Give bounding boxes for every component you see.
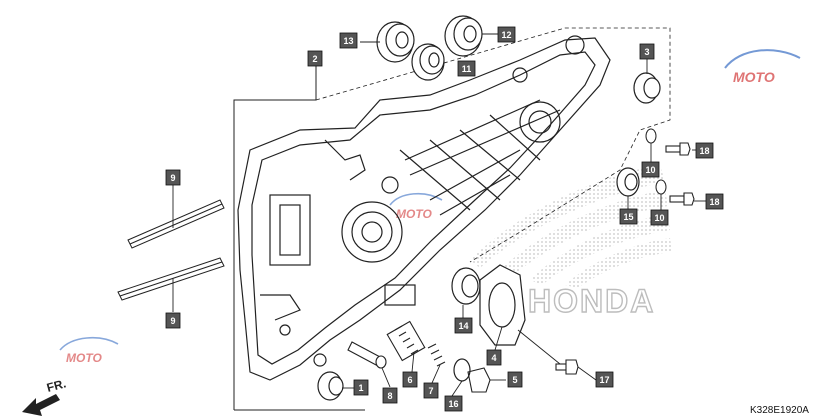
stud-bolt-9-lower — [117, 257, 225, 301]
part-number: 18 — [699, 146, 709, 156]
part-number: 4 — [491, 353, 496, 363]
part-label-box — [639, 43, 655, 60]
part-label-box — [165, 169, 181, 186]
part-number: 5 — [512, 375, 517, 385]
part-label-box — [497, 26, 516, 43]
svg-text:MOTO: MOTO — [66, 351, 102, 365]
part-label-p14[interactable]: 14 — [454, 317, 473, 334]
part-label-p9a[interactable]: 9 — [165, 169, 181, 186]
washer-10-bottom — [655, 179, 667, 195]
part-number: 18 — [709, 197, 719, 207]
part-number: 13 — [343, 36, 353, 46]
part-number: 15 — [623, 212, 633, 222]
part-label-p2[interactable]: 2 — [307, 50, 323, 67]
part-number: 11 — [462, 64, 472, 74]
part-label-p8[interactable]: 8 — [382, 387, 398, 404]
cover-plate-4 — [479, 264, 526, 346]
svg-text:MOTO: MOTO — [396, 207, 432, 221]
honda-brand-watermark: HONDA — [528, 283, 655, 319]
spring-7 — [427, 343, 446, 367]
part-label-p13[interactable]: 13 — [339, 32, 358, 49]
part-label-box — [457, 60, 476, 77]
part-label-p10a[interactable]: 10 — [641, 161, 660, 178]
crankcase-group-bracket — [233, 62, 317, 410]
bearing-12 — [444, 15, 483, 57]
part-label-p6[interactable]: 6 — [402, 371, 418, 388]
part-label-p9b[interactable]: 9 — [165, 312, 181, 329]
part-label-p4[interactable]: 4 — [486, 349, 502, 366]
part-label-box — [382, 387, 398, 404]
moto-logo-left: MOTO — [59, 336, 119, 365]
part-label-box — [165, 312, 181, 329]
bushing-1 — [317, 371, 344, 401]
part-label-p17[interactable]: 17 — [595, 371, 614, 388]
front-direction-label: FR. — [45, 376, 67, 395]
spring-6 — [386, 320, 426, 362]
part-label-p10b[interactable]: 10 — [650, 209, 669, 226]
part-label-p1[interactable]: 1 — [353, 379, 369, 396]
part-label-box — [486, 349, 502, 366]
part-label-p5[interactable]: 5 — [507, 371, 523, 388]
part-label-p12[interactable]: 12 — [497, 26, 516, 43]
part-number: 6 — [407, 375, 412, 385]
part-number: 16 — [448, 399, 458, 409]
moto-logo-center: MOTO — [389, 192, 443, 221]
washer-10-top — [645, 128, 657, 144]
diagram-code: K328E1920A — [750, 405, 809, 416]
bolt-18-bottom — [669, 192, 695, 206]
part-label-p7[interactable]: 7 — [423, 382, 439, 399]
bushing-3 — [633, 72, 661, 104]
part-label-box — [641, 161, 660, 178]
part-label-p11[interactable]: 11 — [457, 60, 476, 77]
part-number: 2 — [312, 54, 317, 64]
part-label-box — [619, 208, 638, 225]
left-crankcase-body — [237, 35, 611, 381]
part-number: 14 — [458, 321, 468, 331]
part-label-p3[interactable]: 3 — [639, 43, 655, 60]
bolt-17 — [555, 359, 579, 375]
o-ring-16 — [453, 358, 471, 382]
oil-seal-14 — [451, 267, 481, 305]
bearing-13 — [376, 21, 415, 63]
part-number: 1 — [358, 383, 363, 393]
oil-seal-15 — [616, 167, 640, 197]
part-label-box — [695, 142, 714, 159]
stud-bolt-9-upper — [127, 199, 225, 249]
part-label-box — [454, 317, 473, 334]
part-number: 9 — [170, 316, 175, 326]
part-label-p15[interactable]: 15 — [619, 208, 638, 225]
part-label-box — [650, 209, 669, 226]
part-number: 10 — [654, 213, 664, 223]
part-label-box — [402, 371, 418, 388]
part-number: 8 — [387, 391, 392, 401]
part-label-p16[interactable]: 16 — [444, 395, 463, 412]
part-number: 17 — [599, 375, 609, 385]
plug-5 — [467, 367, 491, 393]
part-number: 9 — [170, 173, 175, 183]
bearing-11 — [411, 43, 445, 81]
part-label-box — [444, 395, 463, 412]
part-label-box — [353, 379, 369, 396]
part-number: 12 — [501, 30, 511, 40]
part-label-p18a[interactable]: 18 — [695, 142, 714, 159]
part-label-box — [307, 50, 323, 67]
part-label-box — [705, 193, 724, 210]
front-direction-arrow: FR. — [22, 376, 67, 416]
svg-text:MOTO: MOTO — [733, 69, 775, 85]
part-label-box — [507, 371, 523, 388]
part-number: 10 — [645, 165, 655, 175]
part-label-box — [423, 382, 439, 399]
part-label-p18b[interactable]: 18 — [705, 193, 724, 210]
moto-logo-top-right: MOTO — [724, 49, 801, 85]
part-label-box — [339, 32, 358, 49]
pin-8 — [347, 341, 387, 369]
bolt-18-top — [665, 142, 691, 156]
crankcase-group-outline — [315, 27, 671, 263]
part-number: 3 — [644, 47, 649, 57]
part-label-box — [595, 371, 614, 388]
part-number: 7 — [428, 386, 433, 396]
